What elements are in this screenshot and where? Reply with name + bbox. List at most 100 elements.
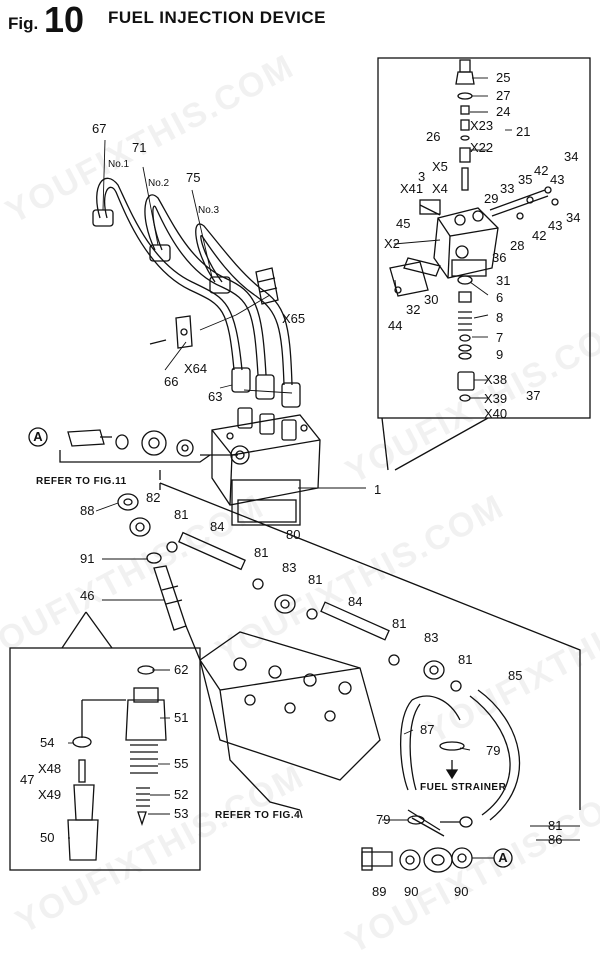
pipe-tag-no2: No.2 [148, 178, 170, 189]
figure-number-prefix: Fig. [8, 14, 39, 33]
callout-49: X49 [38, 787, 61, 802]
return-hose [399, 689, 521, 821]
leak-off-line [117, 482, 581, 810]
injection-pipe-no2 [144, 194, 267, 376]
callout-89: 89 [372, 884, 386, 899]
callout-43: 43 [550, 172, 564, 187]
callout-81: 81 [174, 507, 188, 522]
inset-lower-parts [389, 257, 475, 402]
cylinder-head [199, 631, 381, 819]
callout-31: 31 [496, 273, 510, 288]
injection-pipe-no3 [195, 223, 293, 386]
callout-67: 67 [92, 121, 106, 136]
callout-79: 79 [486, 743, 500, 758]
callout-47: 47 [20, 772, 34, 787]
callout-29: 29 [484, 191, 498, 206]
callout-83: 83 [282, 560, 296, 575]
nozzle-holder [153, 565, 201, 661]
callout-63: 63 [208, 389, 222, 404]
callout-71: 71 [132, 140, 146, 155]
callout-90: 90 [404, 884, 418, 899]
control-rack [489, 186, 559, 220]
callout-3: 3 [418, 169, 425, 184]
callout-41: X41 [400, 181, 423, 196]
callout-48: X48 [38, 761, 61, 776]
nozzle-detail-inset [9, 647, 201, 871]
callout-8: 8 [496, 310, 503, 325]
callout-53: 53 [174, 806, 188, 821]
callout-87: 87 [420, 722, 434, 737]
callout-40: X40 [484, 406, 507, 421]
callout-7: 7 [496, 330, 503, 345]
callout-46: 46 [80, 588, 94, 603]
callout-91: 91 [80, 551, 94, 566]
callout-83: 83 [424, 630, 438, 645]
callout-26: 26 [426, 129, 440, 144]
fuel-strainer-note: FUEL STRAINER [420, 782, 507, 793]
callout-81: 81 [308, 572, 322, 587]
injection-pump [211, 407, 321, 526]
callout-80: 80 [286, 527, 300, 542]
pipe-nuts [92, 209, 301, 408]
callout-81: 81 [392, 616, 406, 631]
callout-6: 6 [496, 290, 503, 305]
refer-fig11-parts [59, 429, 238, 480]
callout-9: 9 [496, 347, 503, 362]
callout-27: 27 [496, 88, 510, 103]
callout-34: 34 [566, 210, 580, 225]
callout-35: 35 [518, 172, 532, 187]
callout-42: 42 [534, 163, 548, 178]
svg-text:A: A [498, 850, 508, 865]
callout-30: 30 [424, 292, 438, 307]
callout-4: X4 [432, 181, 448, 196]
callout-39: X39 [484, 391, 507, 406]
injection-pipe-no1 [96, 177, 243, 371]
callout-55: 55 [174, 756, 188, 771]
callout-79: 79 [376, 812, 390, 827]
callout-75: 75 [186, 170, 200, 185]
callout-2: X2 [384, 236, 400, 251]
pipe-tag-no1: No.1 [108, 159, 130, 170]
callout-90: 90 [454, 884, 468, 899]
figure-title: FUEL INJECTION DEVICE [108, 8, 326, 27]
callout-86: 86 [548, 832, 562, 847]
circle-a-marker: A [493, 848, 513, 868]
leader-lines [68, 77, 580, 841]
figure-number: 10 [44, 0, 85, 40]
pump-detail-inset [377, 57, 591, 419]
inset-pump-body [419, 199, 499, 279]
pipe-clamp [149, 267, 279, 349]
callout-66: 66 [164, 374, 178, 389]
callout-25: 25 [496, 70, 510, 85]
callout-36: 36 [492, 250, 506, 265]
callout-84: 84 [348, 594, 362, 609]
part-callouts: 67 71 75 X65 X64 66 63 1 25 27 24 X23 21… [20, 70, 580, 899]
pipe-tag-no3: No.3 [198, 205, 220, 216]
callout-84: 84 [210, 519, 224, 534]
bottom-fittings [361, 809, 473, 873]
callout-88: 88 [80, 503, 94, 518]
callout-62: 62 [174, 662, 188, 677]
nozzle-internals [67, 665, 167, 861]
callout-32: 32 [406, 302, 420, 317]
delivery-valve-stack [455, 59, 475, 191]
callout-52: 52 [174, 787, 188, 802]
callout-23: X23 [470, 118, 493, 133]
svg-text:A: A [33, 429, 43, 444]
callout-1: 1 [374, 482, 381, 497]
callout-33: 33 [500, 181, 514, 196]
callout-28: 28 [510, 238, 524, 253]
callout-64: X64 [184, 361, 207, 376]
callout-81: 81 [548, 818, 562, 833]
callout-65: X65 [282, 311, 305, 326]
callout-81: 81 [254, 545, 268, 560]
refer-to-fig4-note: REFER TO FIG.4 [215, 810, 300, 821]
callout-43: 43 [548, 218, 562, 233]
callout-42: 42 [532, 228, 546, 243]
exploded-parts-diagram: A A REFER TO FIG.11 REFER TO FIG.4 FUEL … [9, 57, 591, 899]
callout-45: 45 [396, 216, 410, 231]
callout-22: X22 [470, 140, 493, 155]
callout-50: 50 [40, 830, 54, 845]
callout-82: 82 [146, 490, 160, 505]
callout-85: 85 [508, 668, 522, 683]
